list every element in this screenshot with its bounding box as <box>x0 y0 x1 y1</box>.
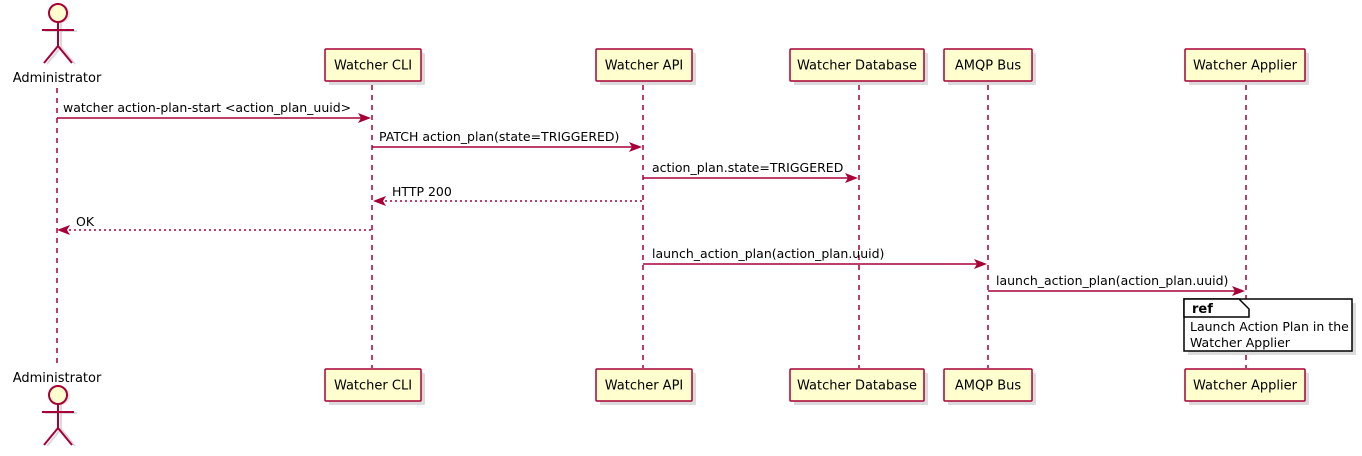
participant-box-watcher-cli-bottom[interactable]: Watcher CLI <box>324 368 425 405</box>
actor-administrator-top[interactable]: Administrator <box>13 3 102 86</box>
participant-box-watcher-applier-bottom[interactable]: Watcher Applier <box>1184 368 1309 405</box>
actor-head-icon <box>48 3 68 23</box>
message-arrowhead-2 <box>845 173 858 183</box>
actor-left-leg-icon <box>43 45 59 64</box>
message-2[interactable]: action_plan.state=TRIGGERED <box>643 160 858 183</box>
participant-box-rect <box>789 48 925 82</box>
actor-administrator-bottom[interactable]: Administrator <box>13 371 102 447</box>
message-5[interactable]: launch_action_plan(action_plan.uuid) <box>643 246 987 269</box>
participant-box-rect <box>324 48 422 82</box>
message-label-0: watcher action-plan-start <action_plan_u… <box>63 100 351 115</box>
message-arrowhead-3 <box>373 196 386 206</box>
participant-box-rect <box>1184 368 1306 402</box>
message-arrowhead-1 <box>629 142 642 152</box>
participant-box-watcher-database-top[interactable]: Watcher Database <box>789 48 928 85</box>
participant-label-watcher-database-bottom: Watcher Database <box>797 379 917 394</box>
participant-label-amqp-bus-top: AMQP Bus <box>955 59 1021 74</box>
actor-right-leg-icon <box>57 45 73 64</box>
ref-fragment-tab <box>1183 298 1250 318</box>
ref-fragment-keyword: ref <box>1192 302 1213 317</box>
participant-label-watcher-api-top: Watcher API <box>605 59 684 74</box>
message-1[interactable]: PATCH action_plan(state=TRIGGERED) <box>372 129 642 152</box>
message-0[interactable]: watcher action-plan-start <action_plan_u… <box>57 100 371 123</box>
ref-fragment[interactable]: ref Launch Action Plan in the Watcher Ap… <box>1183 298 1356 355</box>
participant-box-watcher-api-top[interactable]: Watcher API <box>595 48 696 85</box>
message-label-4: OK <box>76 214 95 229</box>
message-label-2: action_plan.state=TRIGGERED <box>652 160 843 175</box>
actor-label-administrator-top: Administrator <box>13 71 102 86</box>
message-4[interactable]: OK <box>57 214 372 235</box>
message-3[interactable]: HTTP 200 <box>373 184 643 206</box>
participant-box-watcher-database-bottom[interactable]: Watcher Database <box>789 368 928 405</box>
participant-label-amqp-bus-bottom: AMQP Bus <box>955 379 1021 394</box>
participant-label-watcher-applier-top: Watcher Applier <box>1193 59 1298 74</box>
participant-box-watcher-applier-top[interactable]: Watcher Applier <box>1184 48 1309 85</box>
participant-label-watcher-api-bottom: Watcher API <box>605 379 684 394</box>
participant-label-watcher-applier-bottom: Watcher Applier <box>1193 379 1298 394</box>
actor-label-administrator-bottom: Administrator <box>13 371 102 386</box>
message-label-1: PATCH action_plan(state=TRIGGERED) <box>379 129 619 144</box>
message-arrowhead-0 <box>358 113 371 123</box>
message-arrowhead-4 <box>57 225 70 235</box>
participant-box-amqp-bus-bottom[interactable]: AMQP Bus <box>943 368 1036 405</box>
message-label-6: launch_action_plan(action_plan.uuid) <box>996 273 1228 288</box>
participant-label-watcher-cli-bottom: Watcher CLI <box>334 379 412 394</box>
participant-label-watcher-database-top: Watcher Database <box>797 59 917 74</box>
participant-box-rect <box>943 48 1033 82</box>
participant-box-rect <box>595 368 693 402</box>
message-arrowhead-6 <box>1232 286 1245 296</box>
lifelines-group <box>56 85 1247 368</box>
participant-box-watcher-cli-top[interactable]: Watcher CLI <box>324 48 425 85</box>
ref-fragment-line-2: Watcher Applier <box>1190 335 1291 350</box>
ref-fragment-line-1: Launch Action Plan in the <box>1190 319 1349 334</box>
participant-box-rect <box>324 368 422 402</box>
message-6[interactable]: launch_action_plan(action_plan.uuid) <box>988 273 1245 296</box>
participant-box-watcher-api-bottom[interactable]: Watcher API <box>595 368 696 405</box>
message-arrowhead-5 <box>974 259 987 269</box>
actor-head-icon <box>48 385 68 405</box>
participant-label-watcher-cli-top: Watcher CLI <box>334 59 412 74</box>
message-label-5: launch_action_plan(action_plan.uuid) <box>652 246 884 261</box>
participant-box-rect <box>789 368 925 402</box>
participant-box-amqp-bus-top[interactable]: AMQP Bus <box>943 48 1036 85</box>
message-label-3: HTTP 200 <box>392 184 452 199</box>
participant-box-rect <box>595 48 693 82</box>
participant-box-rect <box>1184 48 1306 82</box>
actor-left-leg-icon <box>43 427 59 446</box>
actor-right-leg-icon <box>57 427 73 446</box>
participant-box-rect <box>943 368 1033 402</box>
